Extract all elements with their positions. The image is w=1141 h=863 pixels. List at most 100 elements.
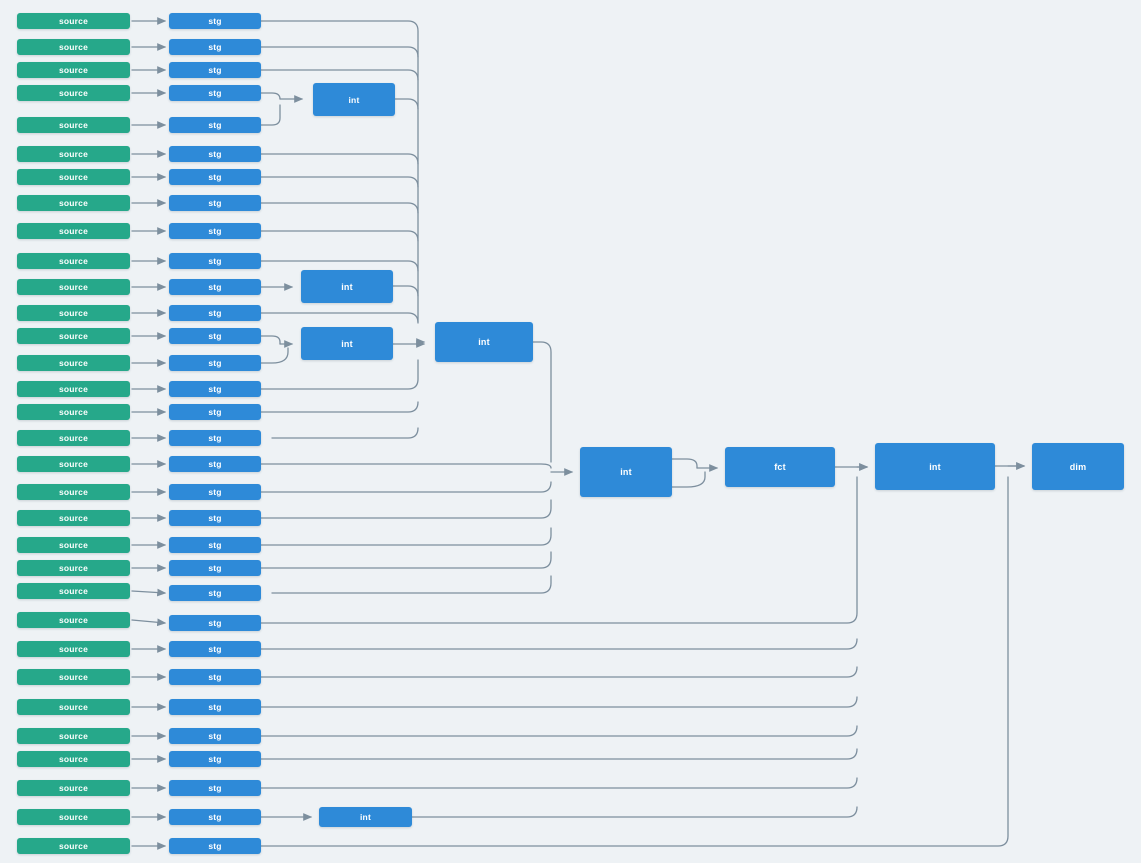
node-stg-stg31[interactable]: stg xyxy=(169,809,261,825)
node-label: stg xyxy=(208,358,222,368)
node-fct-fct1[interactable]: fct xyxy=(725,447,835,487)
node-source-src3[interactable]: source xyxy=(17,62,130,78)
node-int-int1[interactable]: int xyxy=(313,83,395,116)
node-stg-stg12[interactable]: stg xyxy=(169,305,261,321)
node-source-src12[interactable]: source xyxy=(17,305,130,321)
node-int-int4[interactable]: int xyxy=(435,322,533,362)
node-stg-stg3[interactable]: stg xyxy=(169,62,261,78)
node-label: stg xyxy=(208,841,222,851)
node-source-src17[interactable]: source xyxy=(17,430,130,446)
node-label: dim xyxy=(1069,461,1087,472)
node-stg-stg11[interactable]: stg xyxy=(169,279,261,295)
node-label: stg xyxy=(208,407,222,417)
node-source-src6[interactable]: source xyxy=(17,146,130,162)
bus-c-collector xyxy=(260,463,869,818)
node-label: source xyxy=(58,407,89,417)
node-stg-stg15[interactable]: stg xyxy=(169,381,261,397)
node-dim-dim1[interactable]: dim xyxy=(1032,443,1124,490)
node-int-int6[interactable]: int xyxy=(875,443,995,490)
node-source-src26[interactable]: source xyxy=(17,669,130,685)
node-label: stg xyxy=(208,812,222,822)
node-source-src24[interactable]: source xyxy=(17,612,130,628)
node-source-src15[interactable]: source xyxy=(17,381,130,397)
node-label: source xyxy=(58,433,89,443)
node-stg-stg16[interactable]: stg xyxy=(169,404,261,420)
node-source-src11[interactable]: source xyxy=(17,279,130,295)
node-label: stg xyxy=(208,702,222,712)
node-source-src1[interactable]: source xyxy=(17,13,130,29)
node-stg-stg13[interactable]: stg xyxy=(169,328,261,344)
node-source-src7[interactable]: source xyxy=(17,169,130,185)
node-stg-stg24[interactable]: stg xyxy=(169,615,261,631)
node-label: source xyxy=(58,731,89,741)
node-label: stg xyxy=(208,433,222,443)
node-stg-stg9[interactable]: stg xyxy=(169,223,261,239)
node-source-src28[interactable]: source xyxy=(17,728,130,744)
node-int-int2[interactable]: int xyxy=(301,270,393,303)
node-source-src9[interactable]: source xyxy=(17,223,130,239)
node-stg-stg17[interactable]: stg xyxy=(169,430,261,446)
node-stg-stg25[interactable]: stg xyxy=(169,641,261,657)
node-label: source xyxy=(58,586,89,596)
node-source-src5[interactable]: source xyxy=(17,117,130,133)
node-stg-stg14[interactable]: stg xyxy=(169,355,261,371)
node-label: source xyxy=(58,308,89,318)
node-stg-stg32[interactable]: stg xyxy=(169,838,261,854)
node-int-int3[interactable]: int xyxy=(301,327,393,360)
node-stg-stg22[interactable]: stg xyxy=(169,560,261,576)
node-stg-stg18[interactable]: stg xyxy=(169,456,261,472)
node-label: source xyxy=(58,540,89,550)
node-int-int5[interactable]: int xyxy=(580,447,672,497)
node-stg-stg19[interactable]: stg xyxy=(169,484,261,500)
node-source-src8[interactable]: source xyxy=(17,195,130,211)
node-source-src2[interactable]: source xyxy=(17,39,130,55)
node-int-int7[interactable]: int xyxy=(319,807,412,827)
node-source-src29[interactable]: source xyxy=(17,751,130,767)
node-source-src4[interactable]: source xyxy=(17,85,130,101)
node-label: stg xyxy=(208,88,222,98)
node-stg-stg23[interactable]: stg xyxy=(169,585,261,601)
node-source-src22[interactable]: source xyxy=(17,560,130,576)
node-source-src27[interactable]: source xyxy=(17,699,130,715)
node-source-src10[interactable]: source xyxy=(17,253,130,269)
node-source-src25[interactable]: source xyxy=(17,641,130,657)
node-stg-stg29[interactable]: stg xyxy=(169,751,261,767)
node-label: stg xyxy=(208,513,222,523)
node-stg-stg4[interactable]: stg xyxy=(169,85,261,101)
node-stg-stg5[interactable]: stg xyxy=(169,117,261,133)
bus-d-collector xyxy=(260,462,1026,847)
node-source-src16[interactable]: source xyxy=(17,404,130,420)
node-stg-stg10[interactable]: stg xyxy=(169,253,261,269)
node-stg-stg28[interactable]: stg xyxy=(169,728,261,744)
node-label: stg xyxy=(208,384,222,394)
node-stg-stg27[interactable]: stg xyxy=(169,699,261,715)
node-source-src14[interactable]: source xyxy=(17,355,130,371)
node-label: source xyxy=(58,358,89,368)
node-source-src20[interactable]: source xyxy=(17,510,130,526)
node-label: stg xyxy=(208,256,222,266)
node-label: int xyxy=(348,94,360,105)
node-stg-stg6[interactable]: stg xyxy=(169,146,261,162)
node-label: stg xyxy=(208,487,222,497)
node-stg-stg7[interactable]: stg xyxy=(169,169,261,185)
node-label: source xyxy=(58,331,89,341)
node-stg-stg26[interactable]: stg xyxy=(169,669,261,685)
node-label: source xyxy=(58,149,89,159)
node-stg-stg2[interactable]: stg xyxy=(169,39,261,55)
node-stg-stg1[interactable]: stg xyxy=(169,13,261,29)
node-stg-stg8[interactable]: stg xyxy=(169,195,261,211)
node-label: source xyxy=(58,256,89,266)
node-source-src31[interactable]: source xyxy=(17,809,130,825)
node-stg-stg20[interactable]: stg xyxy=(169,510,261,526)
node-source-src19[interactable]: source xyxy=(17,484,130,500)
node-stg-stg30[interactable]: stg xyxy=(169,780,261,796)
node-source-src18[interactable]: source xyxy=(17,456,130,472)
node-source-src13[interactable]: source xyxy=(17,328,130,344)
node-source-src21[interactable]: source xyxy=(17,537,130,553)
node-source-src23[interactable]: source xyxy=(17,583,130,599)
node-source-src30[interactable]: source xyxy=(17,780,130,796)
node-source-src32[interactable]: source xyxy=(17,838,130,854)
node-label: stg xyxy=(208,754,222,764)
node-stg-stg21[interactable]: stg xyxy=(169,537,261,553)
